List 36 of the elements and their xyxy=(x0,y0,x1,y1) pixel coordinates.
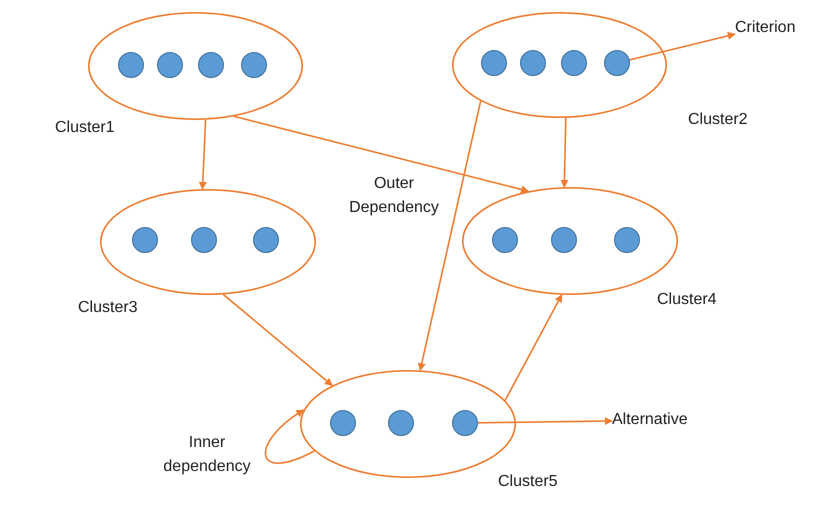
arrow xyxy=(418,100,482,372)
element-dot xyxy=(452,410,478,436)
cluster-name: Cluster1 xyxy=(55,118,115,138)
arrow xyxy=(264,409,315,464)
element-dot xyxy=(614,227,640,253)
arrow xyxy=(560,118,568,188)
arrow xyxy=(222,294,333,386)
element-dot xyxy=(253,227,279,253)
element-dot xyxy=(241,52,267,78)
arrow xyxy=(234,116,530,194)
element-dot xyxy=(132,227,158,253)
arrow xyxy=(629,32,736,61)
cluster-name: Cluster4 xyxy=(657,290,717,310)
element-dot xyxy=(520,50,546,76)
arrow xyxy=(478,417,613,426)
element-dot xyxy=(118,52,144,78)
element-dot xyxy=(561,50,587,76)
text-label: Alternative xyxy=(612,408,762,432)
arrow xyxy=(504,294,562,401)
element-dot xyxy=(551,227,577,253)
element-dot xyxy=(330,410,356,436)
cluster-ellipse xyxy=(452,12,667,118)
element-dot xyxy=(604,50,630,76)
cluster-ellipse xyxy=(88,12,303,120)
element-dot xyxy=(388,410,414,436)
text-label: Criterion xyxy=(735,16,820,40)
cluster-name: Cluster3 xyxy=(78,298,138,318)
arrow xyxy=(198,120,207,190)
element-dot xyxy=(492,227,518,253)
element-dot xyxy=(481,50,507,76)
cluster-ellipse xyxy=(100,189,316,295)
element-dot xyxy=(157,52,183,78)
cluster-name: Cluster2 xyxy=(688,110,748,130)
element-dot xyxy=(191,227,217,253)
cluster-name: Cluster5 xyxy=(498,472,558,492)
element-dot xyxy=(198,52,224,78)
